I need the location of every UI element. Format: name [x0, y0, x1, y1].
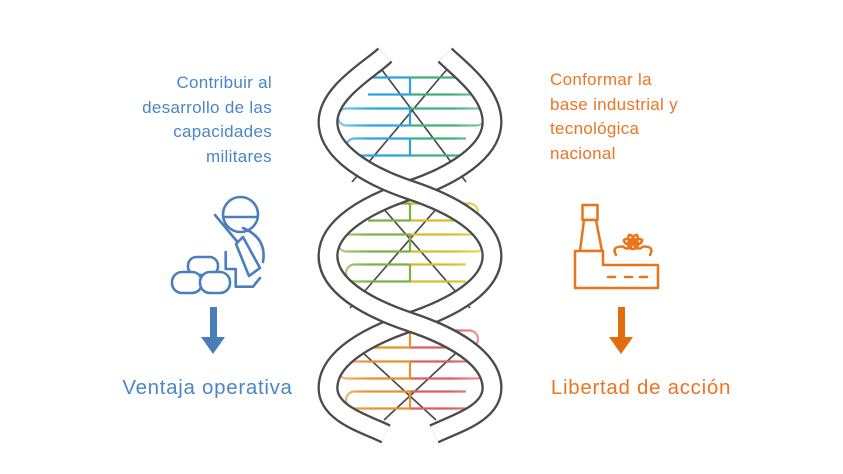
helix-strand-fill [319, 48, 501, 442]
chimney-shaft [578, 218, 604, 253]
right-heading-line: Conformar la [550, 70, 652, 89]
right-heading: Conformar la base industrial y tecnológi… [550, 68, 770, 166]
left-heading-line: desarrollo de las [142, 97, 272, 117]
soldier-back [241, 226, 265, 264]
right-heading-line: base industrial y [550, 94, 678, 114]
right-heading-line: nacional [550, 143, 616, 163]
rung-left-half [336, 107, 410, 127]
rung-left-half [368, 76, 410, 96]
helix-back-edge [349, 199, 445, 309]
rung-right-half [410, 263, 466, 283]
rung-left-half [344, 390, 410, 410]
rung-left-half [344, 263, 410, 283]
sandbag-left [170, 270, 204, 295]
right-heading-line: tecnológica [550, 119, 640, 139]
rifle-stock [234, 235, 262, 278]
left-heading: Contribuir al desarrollo de las capacida… [62, 71, 272, 169]
down-arrow-left [201, 307, 225, 354]
rifle-barrel [213, 213, 242, 247]
rung-right-half [410, 137, 466, 157]
gear-hub [626, 237, 640, 251]
rung-left-half [336, 233, 410, 253]
dna-helix [317, 47, 503, 444]
down-arrow-right [609, 307, 633, 354]
kneeling-soldier-icon [170, 195, 265, 295]
rung-right-half [410, 390, 466, 410]
soldier-leg [224, 250, 262, 288]
chimney-cap [581, 203, 599, 222]
factory-building [573, 249, 660, 290]
left-heading-line: capacidades [173, 122, 272, 142]
helix-back-edge [375, 199, 471, 309]
sandbag-right [198, 270, 232, 295]
left-result-label: Ventaja operativa [122, 376, 293, 399]
factory-gear-icon [573, 203, 660, 290]
helix-strand-fill [319, 255, 501, 389]
right-result-label: Libertad de acción [550, 376, 732, 399]
soldier-head [221, 195, 260, 234]
left-heading-line: Contribuir al [176, 73, 272, 92]
left-heading-line: militares [206, 146, 272, 166]
